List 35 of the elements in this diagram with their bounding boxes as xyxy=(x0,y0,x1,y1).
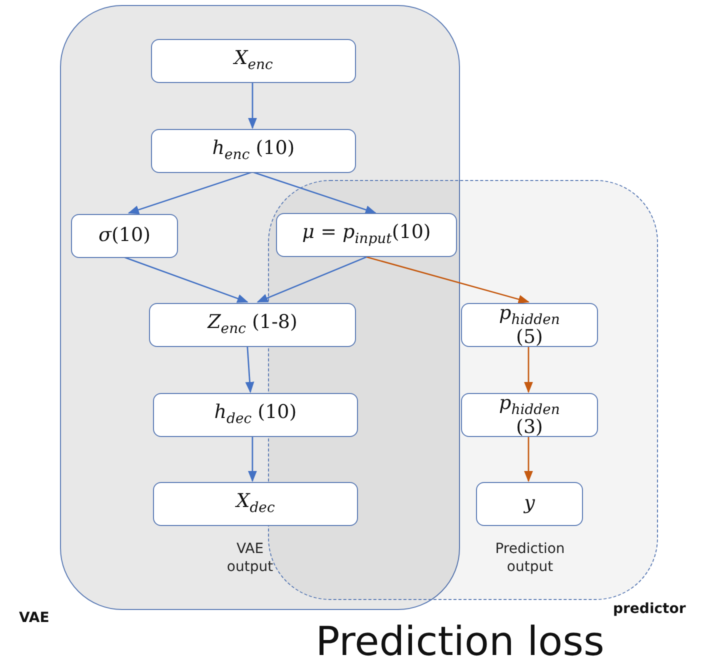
arrow xyxy=(366,256,530,304)
layer-box xyxy=(476,482,583,526)
arrow xyxy=(248,436,257,482)
group-title: predictor xyxy=(613,601,686,617)
layer-box xyxy=(153,482,358,526)
arrow xyxy=(123,256,248,303)
layer-box xyxy=(153,393,358,437)
loss-label: Prediction loss xyxy=(314,620,606,664)
math-label: μ = p$_{input}$(10) xyxy=(302,223,431,247)
math-label: X$_{enc}$ xyxy=(234,49,273,73)
math-label: Z$_{enc}$ (1-8) xyxy=(208,313,298,337)
layer-box xyxy=(461,303,598,347)
layer-box xyxy=(151,129,356,173)
layer-box xyxy=(276,213,457,257)
math-label: σ(10) xyxy=(98,226,150,246)
arrow xyxy=(248,82,257,130)
output-label: Prediction output xyxy=(494,540,566,576)
math-label: h$_{enc}$ (10) xyxy=(212,139,295,163)
arrow xyxy=(252,171,377,214)
arrow xyxy=(524,436,533,482)
arrow xyxy=(256,256,367,303)
arrow xyxy=(128,171,253,214)
math-label: X$_{dec}$ xyxy=(236,492,275,516)
group-title: VAE xyxy=(19,610,50,626)
layer-box xyxy=(461,393,598,437)
arrow xyxy=(524,346,533,394)
math-label: p$_{hidden}$ (5) xyxy=(498,304,561,346)
output-label: VAE output xyxy=(226,540,274,576)
layer-box xyxy=(149,303,356,347)
math-label: p$_{hidden}$ (3) xyxy=(498,394,561,436)
layer-box xyxy=(151,39,356,83)
arrow xyxy=(245,346,254,394)
layer-box xyxy=(71,214,178,258)
math-label: h$_{dec}$ (10) xyxy=(214,403,297,427)
math-label: y xyxy=(524,494,535,514)
